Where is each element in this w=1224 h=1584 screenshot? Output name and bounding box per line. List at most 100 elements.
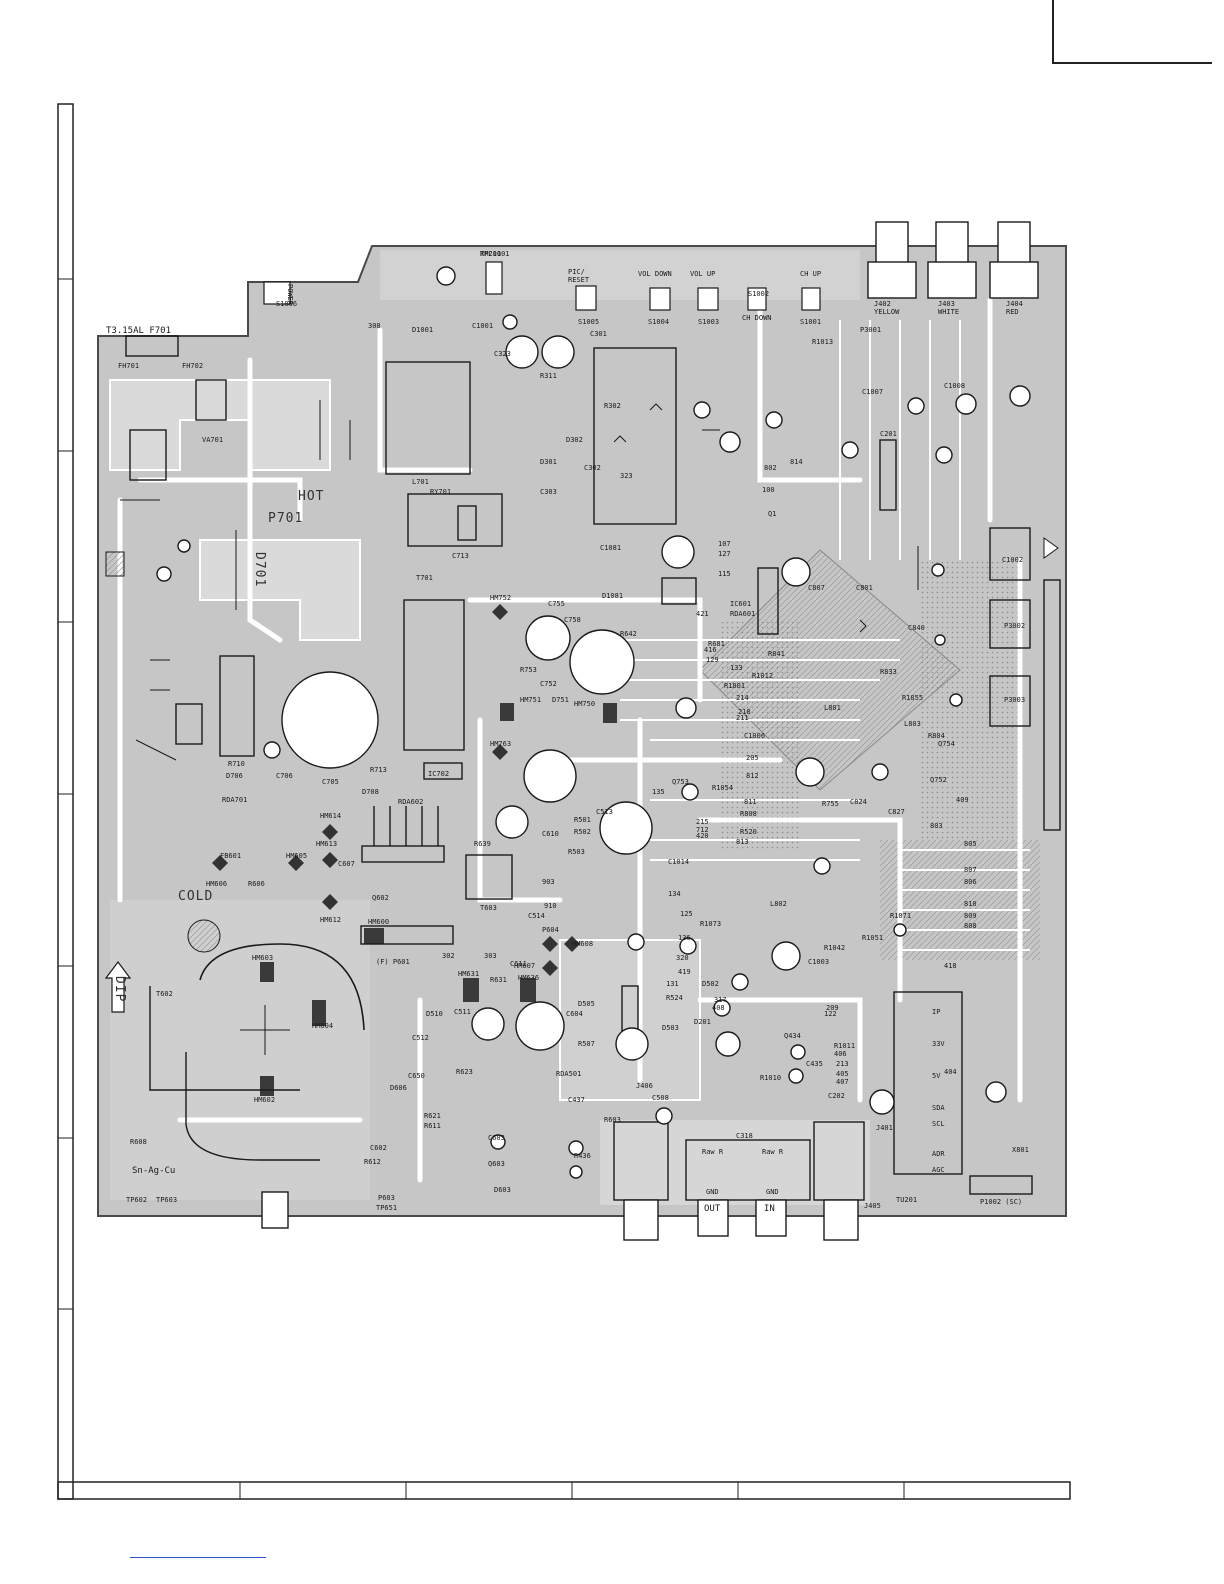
trace-number: 807 (964, 866, 977, 874)
trace-number: 408 (712, 1004, 725, 1012)
component-ref-label: RMC1001 (480, 250, 510, 258)
component-ref-label: C202 (828, 1092, 845, 1100)
component-ref-label: Q602 (372, 894, 389, 902)
ip-label: IP (932, 1008, 941, 1016)
component-ref-label: R1051 (862, 934, 884, 942)
component-ref-label: D503 (662, 1024, 679, 1032)
component-ref-label: HM604 (312, 1022, 334, 1030)
component-ref-label: R1012 (752, 672, 774, 680)
raw-r-label-1: Raw R (702, 1148, 724, 1156)
j403-label: J403 WHITE (938, 300, 960, 316)
component-ref-label: R436 (574, 1152, 591, 1160)
trace-number: 421 (696, 610, 709, 618)
component-ref-label: Q603 (488, 1160, 505, 1168)
trace-number: 320 (676, 954, 689, 962)
component-ref-label: IC601 (730, 600, 752, 608)
trace-number: 136 (678, 934, 691, 942)
component-ref-label: P604 (542, 926, 559, 934)
component-ref-label: C1001 (472, 322, 494, 330)
solder-note: Sn-Ag-Cu (132, 1166, 176, 1176)
component-ref-label: R833 (880, 668, 897, 676)
component-ref-label: R621 (424, 1112, 441, 1120)
component-ref-label: HM752 (490, 594, 512, 602)
trace-number: 407 (836, 1078, 849, 1086)
trace-number: 125 (680, 910, 693, 918)
component-ref-label: RDA601 (730, 610, 756, 618)
component-ref-label: R1011 (834, 1042, 856, 1050)
component-ref-label: FH702 (182, 362, 204, 370)
component-ref-label: D706 (226, 772, 243, 780)
component-ref-label: C303 (540, 488, 557, 496)
component-ref-label: C508 (652, 1094, 669, 1102)
component-ref-label: D606 (390, 1084, 407, 1092)
component-ref-label: R713 (370, 766, 387, 774)
component-ref-label: C323 (494, 350, 511, 358)
component-ref-label: R507 (578, 1040, 595, 1048)
trace-number: 100 (762, 486, 775, 494)
trace-number: 214 (736, 694, 749, 702)
component-ref-label: X801 (1012, 1146, 1029, 1154)
trace-number: 806 (964, 878, 977, 886)
component-ref-label: D505 (578, 1000, 595, 1008)
trace-number: 802 (764, 464, 777, 472)
pic-reset-label: PIC/ RESET (568, 268, 590, 284)
component-ref-label: D1081 (602, 592, 624, 600)
component-ref-label: R302 (604, 402, 621, 410)
component-ref-label: R804 (928, 732, 945, 740)
trace-number: 803 (930, 822, 943, 830)
component-ref-label: C302 (584, 464, 601, 472)
j404-label: J404 RED (1006, 300, 1023, 316)
scl-label: SCL (932, 1120, 945, 1128)
trace-number: 211 (736, 714, 749, 722)
component-ref-label: C801 (856, 584, 873, 592)
component-ref-label: C1007 (862, 388, 884, 396)
component-ref-label: HM608 (572, 940, 594, 948)
component-ref-label: C758 (564, 616, 581, 624)
component-ref-label: C513 (596, 808, 613, 816)
trace-number: 308 (368, 322, 381, 330)
component-ref-label: HM602 (254, 1096, 276, 1104)
adr-label: ADR (932, 1150, 945, 1158)
raw-r-label-2: Raw R (762, 1148, 784, 1156)
component-ref-label: S1006 (276, 300, 298, 308)
footer-link-underline[interactable] (130, 1557, 266, 1558)
gnd-label-2: GND (766, 1188, 779, 1196)
component-ref-label: L801 (824, 704, 841, 712)
component-ref-label: S1001 (800, 318, 822, 326)
component-ref-label: C602 (370, 1144, 387, 1152)
trace-number: 406 (834, 1050, 847, 1058)
component-ref-label: S1005 (578, 318, 600, 326)
out-label: OUT (704, 1204, 721, 1214)
component-ref-label: Q1 (768, 510, 777, 518)
component-ref-label: C512 (412, 1034, 429, 1042)
component-ref-label: HM607 (514, 962, 536, 970)
component-ref-label: R623 (456, 1068, 473, 1076)
trace-number: 133 (730, 664, 743, 672)
component-ref-label: C514 (528, 912, 545, 920)
component-ref-label: FB601 (220, 852, 242, 860)
component-ref-label: TP602 (126, 1196, 148, 1204)
component-ref-label: 323 (620, 472, 633, 480)
component-ref-label: RDA602 (398, 798, 424, 806)
fuse-label: T3.15AL F701 (106, 326, 172, 336)
component-ref-label: R1013 (812, 338, 834, 346)
component-ref-label: D502 (702, 980, 719, 988)
tu201-label: TU201 (896, 1196, 918, 1204)
component-ref-label: R503 (568, 848, 585, 856)
trace-number: 122 (824, 1010, 837, 1018)
component-ref-label: P3003 (1004, 696, 1026, 704)
component-ref-label: C318 (736, 1132, 753, 1140)
component-ref-label: S1004 (648, 318, 670, 326)
component-ref-label: C1014 (668, 858, 690, 866)
p601-label: (F) P601 (376, 958, 410, 966)
trace-number: 405 (836, 1070, 849, 1078)
component-ref-label: HM614 (320, 812, 342, 820)
component-ref-label: L701 (412, 478, 429, 486)
component-ref-label: C755 (548, 600, 565, 608)
component-ref-label: C201 (880, 430, 897, 438)
component-ref-label: J406 (636, 1082, 653, 1090)
component-ref-label: D1001 (412, 326, 434, 334)
component-ref-label: C603 (488, 1134, 505, 1142)
